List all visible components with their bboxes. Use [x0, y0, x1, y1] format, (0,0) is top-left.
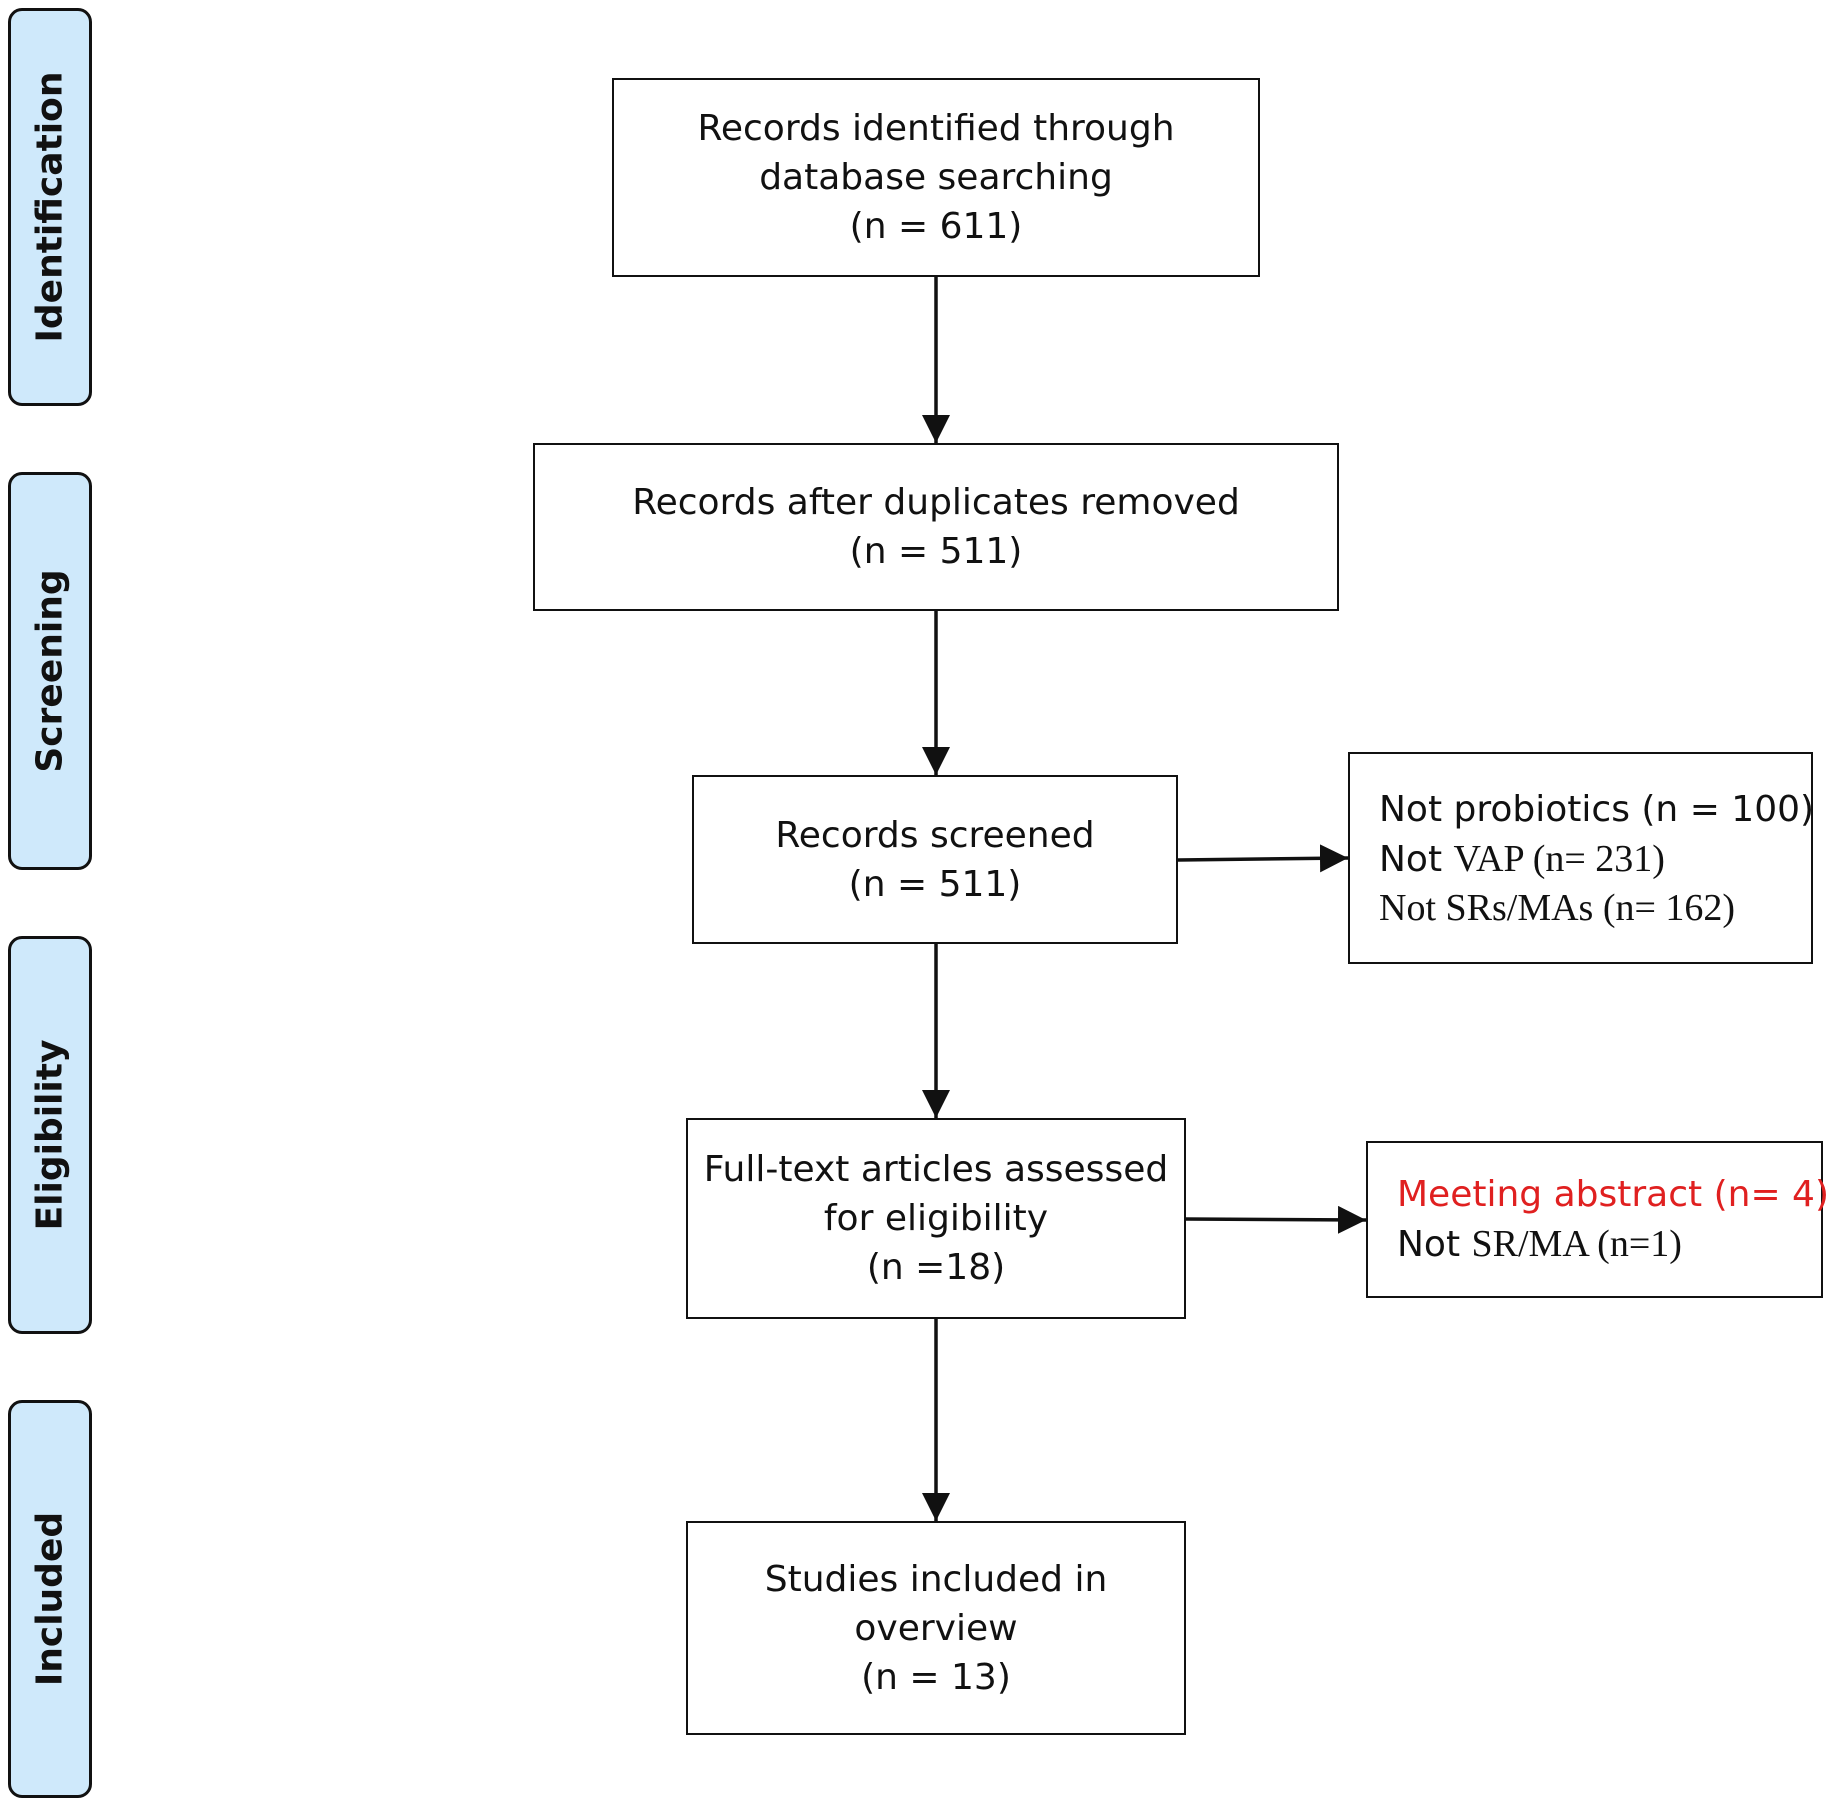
- box-eligibility-exclusions: Meeting abstract (n= 4) Not SR/MA (n=1): [1366, 1141, 1829, 1298]
- arrow-fulltext-to-exclusions: [1184, 1205, 1367, 1234]
- box-records-screened-count: (n = 511): [848, 863, 1022, 905]
- exclusion-not-sr-ma: Not SR/MA (n=1): [1397, 1223, 1682, 1265]
- box-records-deduplicated: Records after duplicates removed (n = 51…: [533, 443, 1339, 611]
- box-studies-included-line1: Studies included in: [764, 1558, 1108, 1600]
- phase-screening: Screening: [8, 472, 92, 870]
- box-fulltext-assessed: Full-text articles assessed for eligibil…: [686, 1118, 1186, 1319]
- box-records-deduplicated-line1: Records after duplicates removed: [632, 482, 1240, 523]
- phase-identification: Identification: [8, 8, 92, 406]
- box-studies-included-line2: overview: [854, 1607, 1018, 1649]
- box-studies-included-count: (n = 13): [861, 1656, 1011, 1698]
- box-fulltext-assessed-line1: Full-text articles assessed: [703, 1149, 1169, 1190]
- box-records-screened-line1: Records screened: [775, 814, 1095, 856]
- phase-included: Included: [8, 1400, 92, 1798]
- exclusion-not-vap: Not VAP (n= 231): [1379, 837, 1665, 880]
- box-records-screened: Records screened (n = 511): [692, 775, 1178, 944]
- box-screening-exclusions: Not probiotics (n = 100) Not VAP (n= 231…: [1348, 752, 1815, 964]
- arrow-screened-to-exclusions: [1177, 844, 1349, 873]
- exclusion-not-probiotics: Not probiotics (n = 100): [1379, 788, 1815, 830]
- box-records-identified-count: (n = 611): [849, 206, 1023, 247]
- box-studies-included: Studies included in overview (n = 13): [686, 1521, 1186, 1735]
- phase-eligibility: Eligibility: [8, 936, 92, 1334]
- box-fulltext-assessed-line2: for eligibility: [823, 1198, 1049, 1239]
- box-fulltext-assessed-count: (n =18): [866, 1247, 1006, 1288]
- exclusion-meeting-abstract: Meeting abstract (n= 4): [1397, 1174, 1829, 1215]
- box-records-identified-line2: database searching: [759, 157, 1113, 198]
- box-records-identified-line1: Records identified through: [697, 108, 1175, 149]
- box-records-identified: Records identified through database sear…: [612, 78, 1260, 277]
- exclusion-not-srs-mas: Not SRs/MAs (n= 162): [1379, 886, 1736, 929]
- box-records-deduplicated-count: (n = 511): [849, 531, 1023, 572]
